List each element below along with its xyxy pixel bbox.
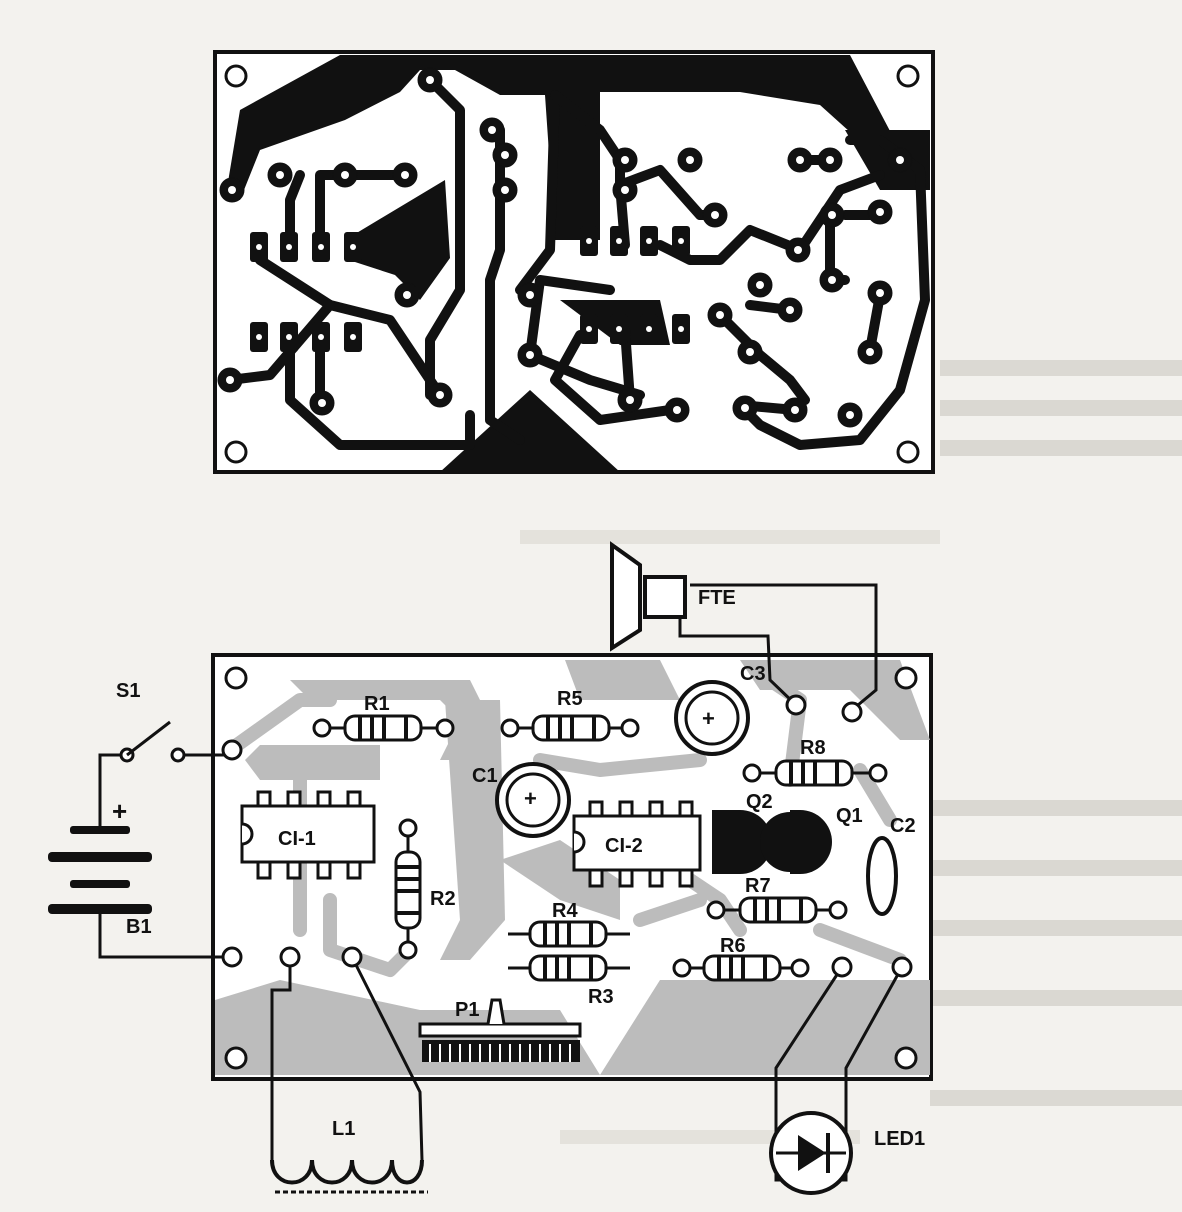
mounting-holes-bottom <box>224 666 918 1070</box>
round-pad-holes <box>226 76 904 419</box>
battery-b1 <box>48 826 152 914</box>
resistor-r3 <box>508 954 630 982</box>
label-b1: B1 <box>126 916 152 938</box>
label-q1: Q1 <box>836 805 863 827</box>
resistor-r6 <box>682 954 800 982</box>
label-r8: R8 <box>800 737 826 759</box>
label-p1: P1 <box>455 999 479 1021</box>
label-r2: R2 <box>430 888 456 910</box>
label-c1: C1 <box>472 765 498 787</box>
label-r7: R7 <box>745 875 771 897</box>
label-ci2: CI-2 <box>605 835 643 857</box>
mounting-holes-top <box>224 64 920 464</box>
label-r5: R5 <box>557 688 583 710</box>
led1 <box>769 1111 853 1195</box>
label-c2: C2 <box>890 815 916 837</box>
transistor-q1 <box>760 810 832 874</box>
resistor-r7 <box>716 896 838 924</box>
label-l1: L1 <box>332 1118 355 1140</box>
label-q2: Q2 <box>746 791 773 813</box>
label-r4: R4 <box>552 900 578 922</box>
copper-pour-left-block <box>345 180 450 300</box>
label-led1: LED1 <box>874 1128 925 1150</box>
copper-pour-top <box>225 55 900 240</box>
ic-pad-holes <box>256 238 684 340</box>
label-ci1: CI-1 <box>278 828 316 850</box>
label-fte: FTE <box>698 587 736 609</box>
ic-pads <box>250 226 690 352</box>
resistor-r1 <box>322 714 445 742</box>
label-r3: R3 <box>588 986 614 1008</box>
speaker-fte <box>610 541 687 652</box>
capacitor-c3: + <box>674 680 750 756</box>
component-side-pads <box>221 694 913 978</box>
ic-ci1 <box>240 790 376 880</box>
resistor-r2 <box>394 828 422 950</box>
capacitor-c1: + <box>495 762 571 838</box>
ic-ci2 <box>572 800 702 888</box>
resistor-r5 <box>510 714 630 742</box>
label-c3: C3 <box>740 663 766 685</box>
resistor-r8 <box>752 759 878 787</box>
label-battery-plus: + <box>112 796 127 826</box>
potentiometer-p1 <box>418 998 582 1062</box>
coil-l1 <box>270 1159 428 1194</box>
copper-pour-bottom <box>440 390 620 472</box>
label-r1: R1 <box>364 693 390 715</box>
svg-text:+: + <box>524 786 537 811</box>
label-r6: R6 <box>720 935 746 957</box>
pcb-copper-layout <box>213 50 935 474</box>
svg-text:+: + <box>702 706 715 731</box>
component-labels: S1 + B1 R1 R5 C3 R8 C1 CI-1 CI-2 Q2 Q1 C… <box>112 587 925 1150</box>
label-s1: S1 <box>116 680 140 702</box>
switch-s1 <box>119 720 186 763</box>
resistor-r4 <box>508 920 630 948</box>
capacitor-c2 <box>866 836 898 916</box>
transistor-q2 <box>712 810 772 874</box>
pcb-component-layout: + + <box>48 541 933 1195</box>
